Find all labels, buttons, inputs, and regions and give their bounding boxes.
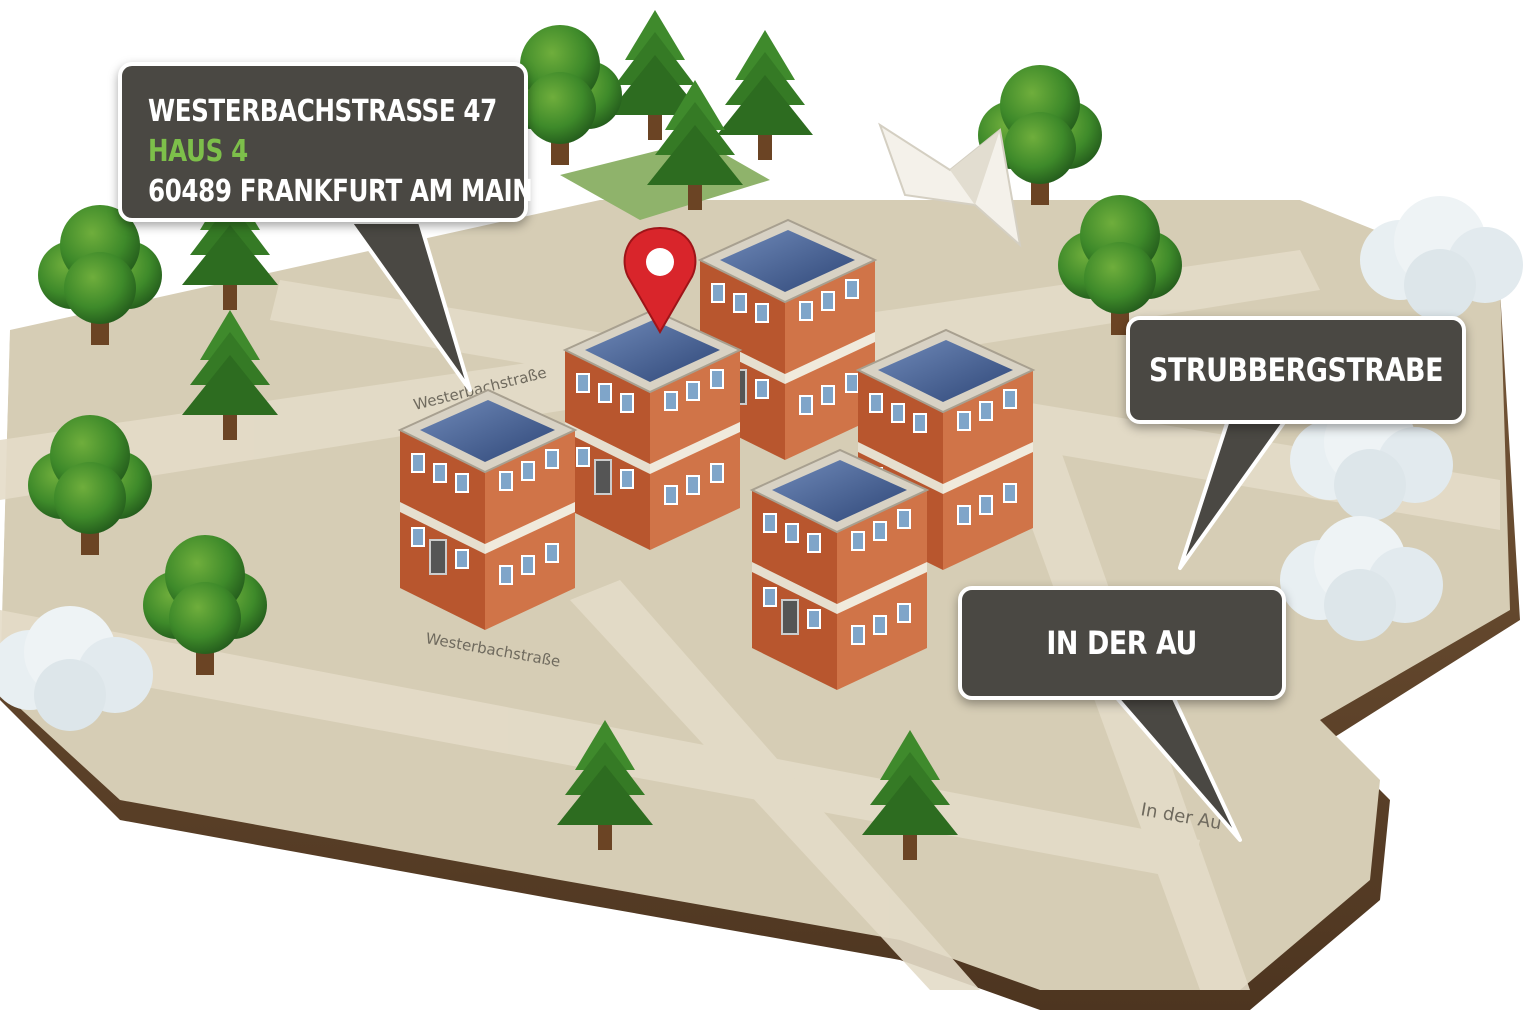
strubbergstrasse-label: STRUBBERGSTRABE (1148, 351, 1444, 389)
building-left (399, 389, 576, 631)
strubbergstrasse-callout: STRUBBERGSTRABE (1126, 316, 1466, 424)
map-pin-icon[interactable] (623, 226, 697, 335)
address-house-line: HAUS 4 (148, 134, 248, 169)
paper-crane-icon (878, 122, 1022, 248)
building-haus-4 (564, 309, 741, 551)
address-city-line: 60489 FRANKFURT AM MAIN (148, 174, 533, 209)
building-front (751, 449, 928, 691)
address-callout: WESTERBACHSTRASSE 47 HAUS 4 60489 FRANKF… (118, 62, 533, 222)
in-der-au-callout-label: IN DER AU (1046, 624, 1198, 662)
in-der-au-callout: IN DER AU (958, 586, 1286, 700)
address-street-line: WESTERBACHSTRASSE 47 (148, 94, 497, 129)
